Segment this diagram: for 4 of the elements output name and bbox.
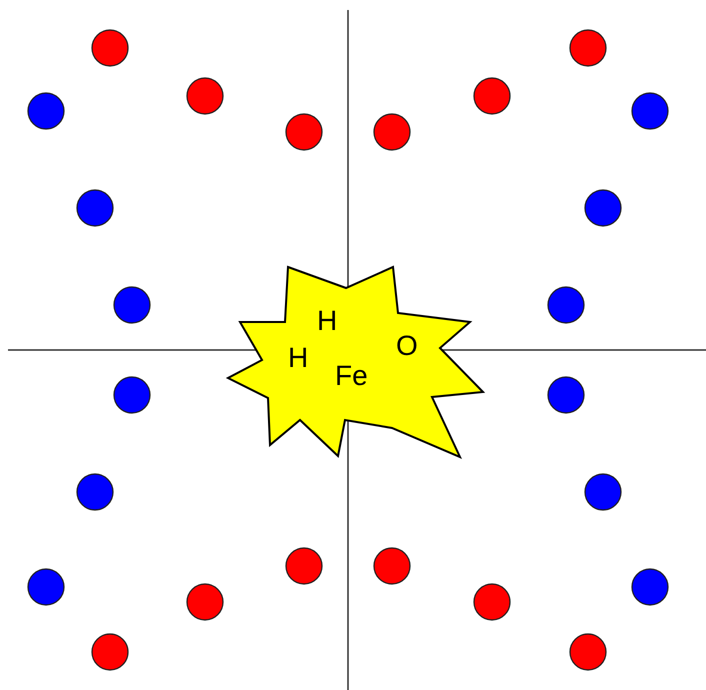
element-symbol: O [396, 332, 418, 360]
element-symbol: Fe [335, 362, 368, 390]
element-symbol: H [288, 344, 308, 372]
element-symbol: H [317, 307, 338, 335]
